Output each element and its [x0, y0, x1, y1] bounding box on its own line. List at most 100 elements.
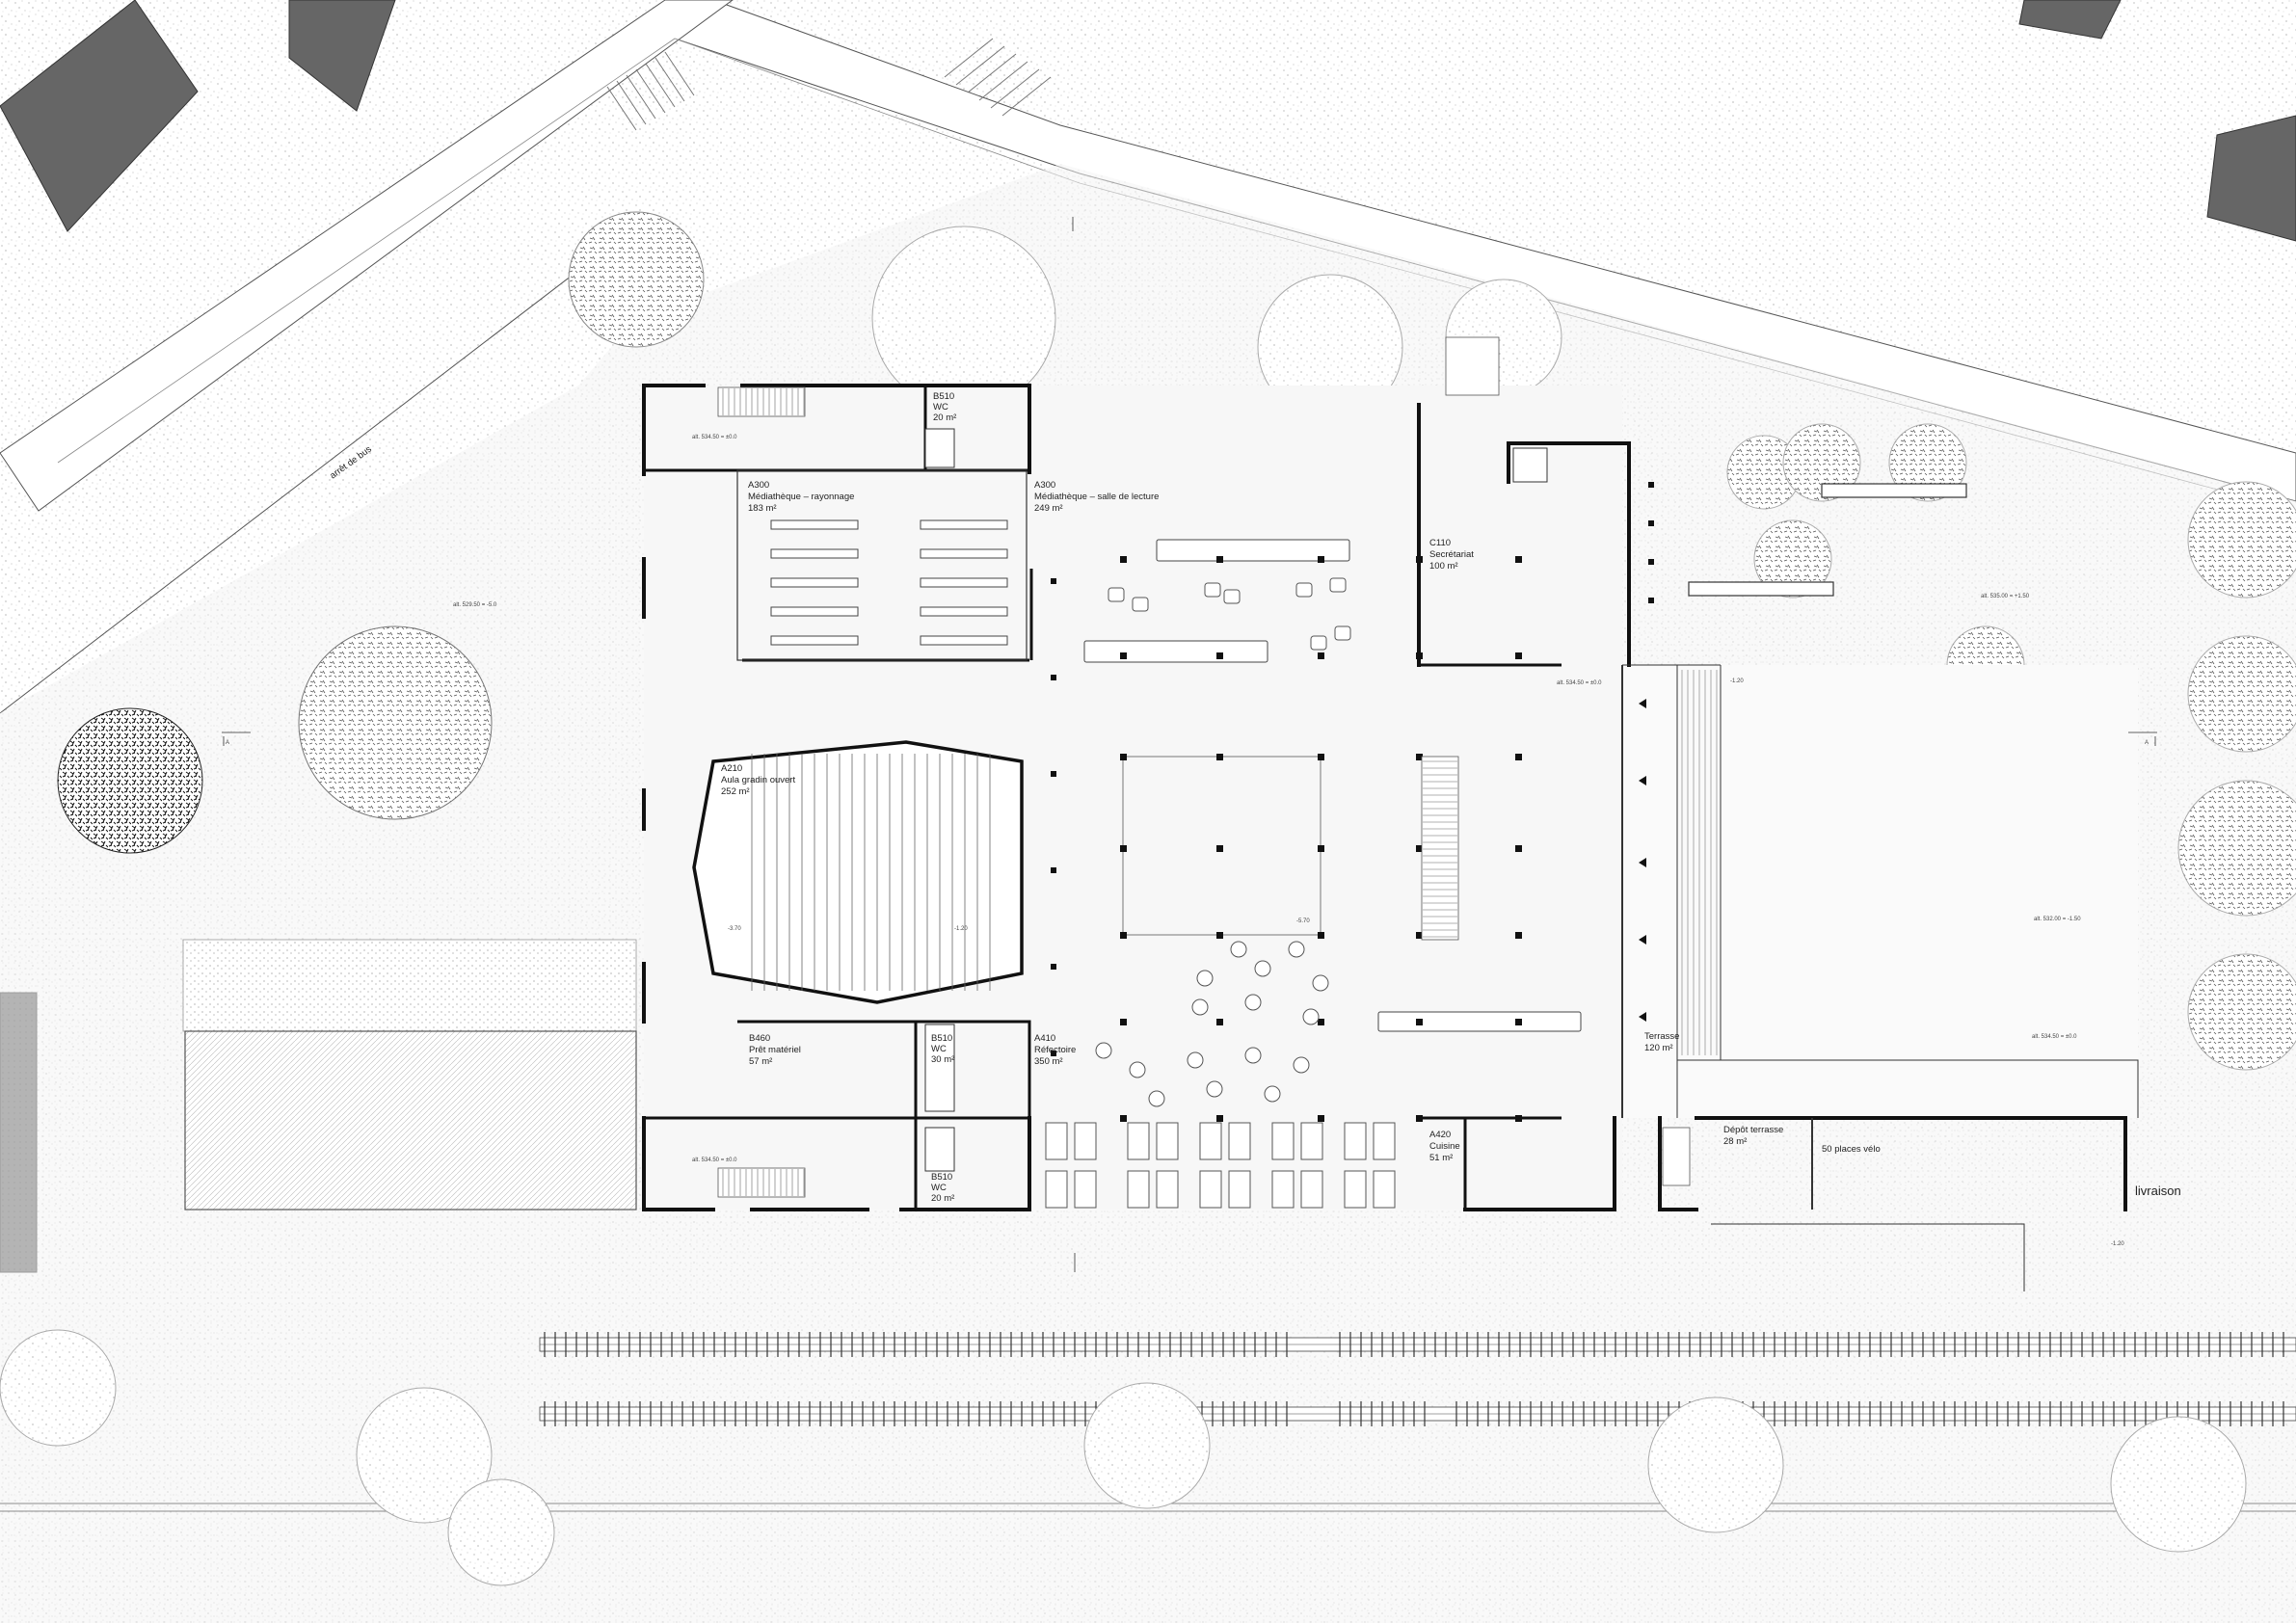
terrace-steps	[1681, 670, 1718, 1055]
facade-markers	[1639, 482, 1654, 1022]
room-label-depot-terrasse: Dépôt terrasse 28 m²	[1723, 1125, 1783, 1147]
table-round	[1264, 1085, 1281, 1103]
table-long	[1271, 1170, 1295, 1209]
svg-text:WC: WC	[933, 402, 948, 412]
column	[1216, 1019, 1223, 1025]
column	[1120, 845, 1127, 852]
table-long	[1344, 1122, 1367, 1160]
columns	[1051, 556, 1522, 1122]
room-label-velo: 50 places vélo	[1822, 1144, 1881, 1155]
stair-treads	[722, 388, 1457, 1196]
table-long	[1127, 1170, 1150, 1209]
column	[1120, 1115, 1127, 1122]
road-west	[0, 0, 734, 512]
table-long	[1074, 1170, 1097, 1209]
svg-text:Réfectoire: Réfectoire	[1034, 1045, 1076, 1055]
elev-label-c: alt. 535.00 = +1.50	[1981, 594, 2030, 599]
elev-label-f: -3.70	[728, 926, 741, 932]
table-long	[1373, 1122, 1396, 1160]
column	[1216, 932, 1223, 939]
svg-text:A210: A210	[721, 763, 742, 774]
marker	[1639, 935, 1646, 945]
svg-text:183 m²: 183 m²	[748, 503, 777, 514]
elev-label-d: alt. 532.00 = -1.50	[2034, 917, 2081, 922]
svg-text:252 m²: 252 m²	[721, 786, 750, 797]
parking-lot	[184, 1030, 637, 1211]
svg-text:28 m²: 28 m²	[1723, 1136, 1747, 1147]
svg-text:120 m²: 120 m²	[1644, 1043, 1673, 1053]
wc-blocks	[924, 428, 1548, 1172]
table-long	[1228, 1170, 1251, 1209]
room-label-pret-materiel: B460 Prêt matériel 57 m²	[749, 1033, 801, 1067]
table-long	[1074, 1122, 1097, 1160]
table-long	[1373, 1170, 1396, 1209]
table-long	[1300, 1122, 1323, 1160]
table-round	[1288, 941, 1305, 958]
svg-text:Terrasse: Terrasse	[1644, 1031, 1679, 1042]
crosswalk-west	[606, 51, 695, 131]
chair	[1132, 597, 1149, 612]
svg-text:A300: A300	[1034, 480, 1055, 491]
column	[1051, 964, 1056, 970]
terrace-structure	[1621, 664, 2139, 1291]
column	[1318, 754, 1324, 760]
table-round	[1187, 1051, 1204, 1069]
column	[1051, 1051, 1056, 1056]
room-label-refectoire: A410 Réfectoire 350 m²	[1034, 1033, 1076, 1067]
table-round	[1244, 994, 1262, 1011]
room-label-salle-de-lecture: A300 Médiathèque – salle de lecture 249 …	[1034, 480, 1159, 514]
table-round	[1095, 1042, 1112, 1059]
column	[1515, 1115, 1522, 1122]
shelves	[770, 519, 1008, 646]
svg-text:WC: WC	[931, 1044, 947, 1054]
column	[1416, 1019, 1423, 1025]
shelf	[920, 519, 1008, 530]
marker	[1648, 482, 1654, 488]
marker	[1648, 520, 1654, 526]
column	[1416, 932, 1423, 939]
elev-label-a3: alt. 534.50 = ±0.0	[1557, 680, 1602, 686]
column	[1318, 556, 1324, 563]
table-round	[1312, 974, 1329, 992]
column	[1515, 556, 1522, 563]
column	[1051, 867, 1056, 873]
column	[1416, 754, 1423, 760]
room-label-terrasse: Terrasse 120 m²	[1644, 1031, 1679, 1053]
column	[1120, 754, 1127, 760]
svg-text:Secrétariat: Secrétariat	[1429, 549, 1474, 560]
table-long	[1127, 1122, 1150, 1160]
table-long	[1156, 1170, 1179, 1209]
section-marker-east: A	[2145, 740, 2149, 746]
column	[1216, 652, 1223, 659]
delivery-label: livraison	[2135, 1184, 2181, 1198]
column	[1416, 556, 1423, 563]
column	[1416, 652, 1423, 659]
shelf	[920, 606, 1008, 617]
dining-tables	[1045, 941, 1396, 1209]
elev-label-h: -5.70	[1296, 918, 1310, 924]
chair	[1334, 625, 1351, 641]
elev-label-g: -1.20	[954, 926, 968, 932]
room-label-cuisine: A420 Cuisine 51 m²	[1429, 1130, 1460, 1163]
column	[1120, 556, 1127, 563]
column	[1515, 1019, 1522, 1025]
marker	[1639, 776, 1646, 785]
table-long	[1045, 1170, 1068, 1209]
svg-text:B510: B510	[933, 391, 954, 402]
column	[1416, 845, 1423, 852]
column	[1051, 675, 1056, 680]
svg-text:Cuisine: Cuisine	[1429, 1141, 1460, 1152]
chair	[1223, 589, 1241, 604]
lounge-chairs	[1108, 577, 1351, 651]
table-round	[1206, 1080, 1223, 1098]
svg-text:WC: WC	[931, 1183, 947, 1193]
table-round	[1302, 1008, 1320, 1025]
svg-text:50 places vélo: 50 places vélo	[1822, 1144, 1881, 1155]
elev-label-b: alt. 529.50 = -5.0	[453, 602, 497, 608]
table-round	[1129, 1061, 1146, 1078]
svg-text:A300: A300	[748, 480, 769, 491]
svg-text:B510: B510	[931, 1033, 952, 1044]
svg-text:51 m²: 51 m²	[1429, 1153, 1453, 1163]
table-round	[1191, 998, 1209, 1016]
chair	[1108, 587, 1125, 602]
